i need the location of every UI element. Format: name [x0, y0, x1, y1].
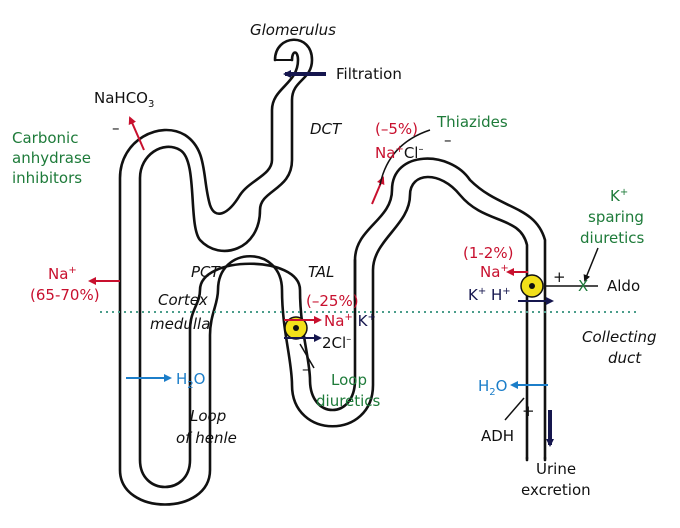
cd-percent: (1-2%) — [463, 244, 514, 262]
pct-na-label: Na+ — [48, 265, 77, 283]
collecting-line-1: Collecting — [582, 328, 657, 346]
loop-water-o: O — [193, 370, 206, 388]
pct-na-text: Na — [48, 265, 69, 283]
cd-h-text: H — [491, 286, 503, 304]
cai-line-3: inhibitors — [12, 169, 83, 187]
filtration-label: Filtration — [336, 65, 402, 83]
cd-na-sup: + — [500, 263, 509, 274]
loop-water-sub: 2 — [187, 380, 194, 391]
cd-na-label: Na+ — [480, 263, 509, 281]
pct-na-sup: + — [68, 265, 77, 276]
tal-na-sup: + — [344, 312, 353, 323]
thiazides-label: Thiazides — [437, 113, 508, 131]
henle-line-2: of henle — [176, 429, 237, 447]
nahco3-sub: 3 — [147, 99, 155, 110]
cd-water-o: O — [495, 377, 508, 395]
cd-na-text: Na — [480, 263, 501, 281]
thiazide-line — [379, 129, 431, 186]
nahco3-label: NaHCO3 — [94, 89, 154, 111]
loop-water-label: H2O — [176, 370, 205, 392]
tal-na-text: Na — [324, 312, 345, 330]
pct-label: PCT — [191, 263, 220, 281]
henle-line-1: Loop — [190, 407, 227, 425]
glomerulus-label: Glomerulus — [250, 21, 336, 39]
pct-percent: (65-70%) — [30, 286, 100, 304]
tal-nak-label: Na+ K+ — [324, 312, 376, 330]
dct-cl-sup: – — [418, 144, 424, 155]
adh-plus: + — [522, 402, 535, 420]
dct-label: DCT — [310, 120, 342, 138]
collecting-line-2: duct — [608, 349, 642, 367]
thiazide-minus: – — [444, 131, 452, 149]
tal-cl-sup: – — [346, 334, 352, 345]
adh-line — [504, 397, 525, 421]
cai-minus: – — [112, 119, 120, 137]
medulla-label: medulla — [150, 315, 211, 333]
tal-cl-text: 2Cl — [322, 334, 347, 352]
cai-line-1: Carbonic — [12, 129, 79, 147]
dct-nacl-label: Na+Cl– — [375, 144, 423, 162]
cd-water-label: H2O — [478, 377, 507, 399]
cd-k-text: K — [468, 286, 478, 304]
cd-plus: + — [553, 268, 566, 286]
urine-line-2: excretion — [521, 481, 591, 499]
ksparing-line-1: K+ — [610, 187, 628, 205]
tal-percent: (–25%) — [306, 292, 359, 310]
adh-label: ADH — [481, 427, 515, 445]
loop-diuretics-line-1: Loop — [331, 371, 367, 389]
cd-water-h: H — [478, 377, 490, 395]
tal-transporter-core — [293, 325, 299, 331]
tal-k-text: K — [357, 312, 368, 330]
cd-water-sub: 2 — [489, 387, 496, 398]
cd-h-sup: + — [502, 286, 511, 297]
dct-na-sup: + — [395, 144, 404, 155]
ksparing-pointer — [583, 247, 599, 282]
cortex-label: Cortex — [158, 291, 208, 309]
nephron-tubule — [118, 38, 547, 506]
cd-transporter-core — [529, 283, 535, 289]
dct-na-text: Na — [375, 144, 396, 162]
urine-line-1: Urine — [536, 460, 577, 478]
loop-diuretics-line-2: diuretics — [316, 392, 381, 410]
ksparing-k: K — [610, 187, 620, 205]
ksparing-line-2: sparing — [588, 208, 644, 226]
loop-minus: – — [302, 360, 310, 378]
cai-line-2: anhydrase — [12, 149, 92, 167]
aldo-label: Aldo — [607, 277, 641, 295]
dct-percent: (–5%) — [375, 120, 419, 138]
ksparing-line-3: diuretics — [580, 229, 645, 247]
tal-k-sup: + — [367, 312, 376, 323]
nahco3-arrow — [128, 116, 145, 151]
dct-cl-text: Cl — [403, 144, 419, 162]
cd-kh-label: K+ H+ — [468, 286, 511, 304]
ksparing-sup: + — [619, 187, 629, 198]
nahco3-text: NaHCO — [94, 89, 148, 107]
loop-diuretic-line — [299, 343, 315, 369]
x-mark: X — [578, 277, 589, 295]
tal-cl-label: 2Cl– — [322, 334, 351, 352]
cd-k-sup: + — [477, 286, 487, 297]
loop-water-h: H — [176, 370, 188, 388]
tal-label: TAL — [308, 263, 335, 281]
